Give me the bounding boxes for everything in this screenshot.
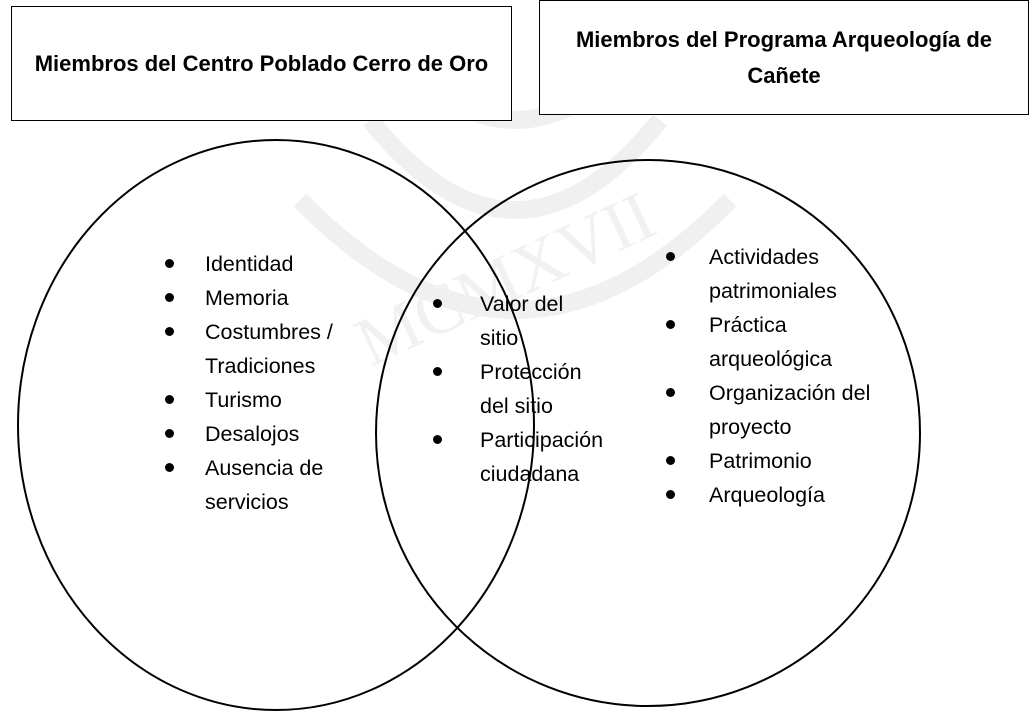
- left-title: Miembros del Centro Poblado Cerro de Oro: [34, 50, 489, 76]
- list-item: Valor del sitio: [433, 287, 590, 355]
- list-item: Organización del proyecto: [666, 376, 899, 444]
- list-item: Participación ciudadana: [433, 423, 603, 491]
- right-title-box: Miembros del Programa Arqueología de Cañ…: [539, 0, 1029, 115]
- list-item: Práctica arqueológica: [666, 308, 869, 376]
- right-circle: [375, 159, 921, 707]
- right-list: Actividades patrimoniales Práctica arque…: [666, 240, 891, 512]
- list-item: Arqueología: [666, 478, 891, 512]
- right-title: Miembros del Programa Arqueología de Cañ…: [575, 26, 993, 88]
- list-item: Desalojos: [165, 417, 385, 451]
- list-item: Protección del sitio: [433, 355, 590, 423]
- middle-list: Valor del sitio Protección del sitio Par…: [433, 287, 603, 491]
- list-item: Identidad: [165, 247, 385, 281]
- list-item: Costumbres / Tradiciones: [165, 315, 355, 383]
- left-list: Identidad Memoria Costumbres / Tradicion…: [165, 247, 385, 519]
- list-item: Turismo: [165, 383, 385, 417]
- list-item: Memoria: [165, 281, 385, 315]
- left-circle: [17, 139, 535, 711]
- left-title-box: Miembros del Centro Poblado Cerro de Oro: [11, 6, 512, 121]
- list-item: Patrimonio: [666, 444, 891, 478]
- list-item: Ausencia de servicios: [165, 451, 355, 519]
- list-item: Actividades patrimoniales: [666, 240, 879, 308]
